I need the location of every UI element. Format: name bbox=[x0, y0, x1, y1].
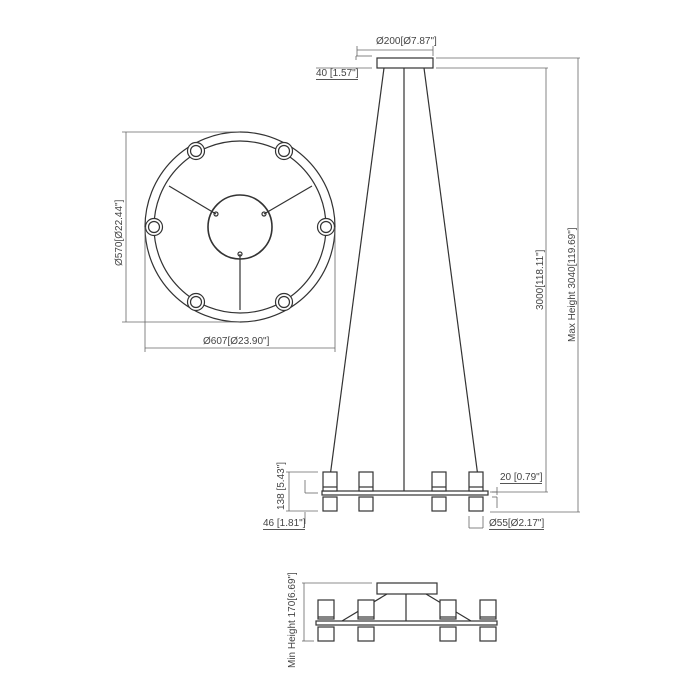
light-cylinders bbox=[322, 471, 484, 512]
cable bbox=[327, 67, 385, 493]
ring-bar bbox=[321, 490, 489, 496]
center-hub bbox=[207, 194, 273, 260]
dim-max-height: Max Height 3040[119.69"] bbox=[567, 227, 578, 342]
dim-light-offset: 46 [1.81"] bbox=[263, 518, 306, 530]
dim-canopy-height: 40 [1.57"] bbox=[316, 68, 359, 80]
min-height-view bbox=[315, 582, 498, 642]
plan-view bbox=[144, 131, 336, 323]
dim-light-height: 138 [5.43"] bbox=[276, 461, 287, 510]
support-arm bbox=[168, 185, 217, 215]
cable bbox=[423, 67, 481, 493]
screw-icon bbox=[213, 211, 219, 217]
dim-ring-thickness: 20 [0.79"] bbox=[500, 472, 543, 484]
dim-light-diameter: Ø55[Ø2.17"] bbox=[489, 518, 545, 530]
dim-cable-length: 3000[118.11"] bbox=[535, 249, 546, 310]
canopy bbox=[376, 57, 434, 69]
canopy bbox=[376, 582, 438, 595]
dim-plan-width: Ø607[Ø23.90"] bbox=[203, 336, 270, 347]
screw-icon bbox=[237, 251, 243, 257]
screw-icon bbox=[261, 211, 267, 217]
light-heads bbox=[144, 141, 336, 312]
support-arm bbox=[263, 185, 313, 215]
dim-plan-height: Ø570[Ø22.44"] bbox=[114, 199, 125, 266]
dim-min-height: Min Height 170[6.69"] bbox=[287, 572, 298, 668]
dim-canopy-diameter: Ø200[Ø7.87"] bbox=[376, 36, 437, 47]
elevation-view bbox=[321, 57, 489, 512]
